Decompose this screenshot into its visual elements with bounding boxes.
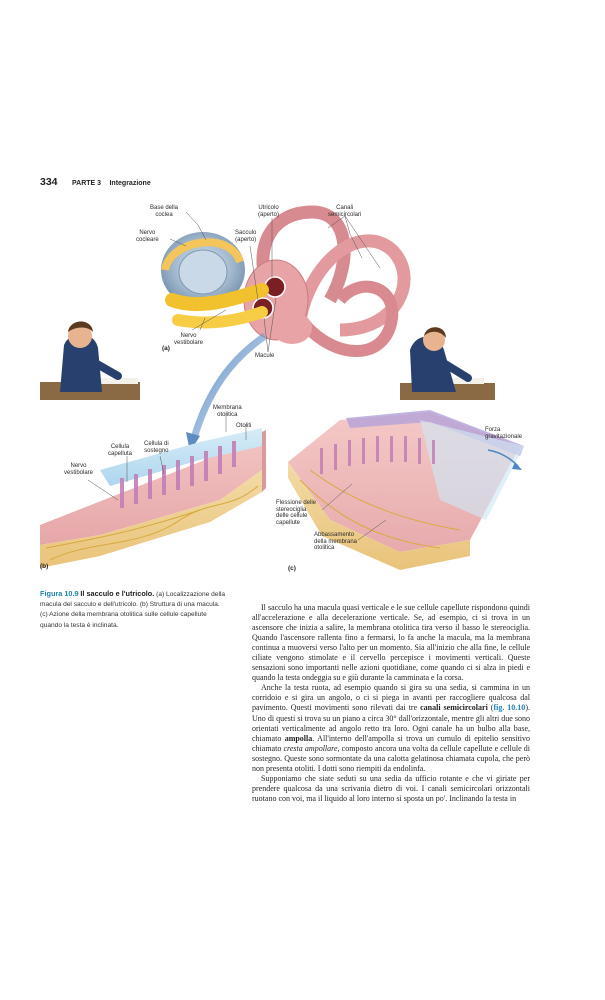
label-cellula-sostegno: Cellula di sostegno [144, 441, 169, 454]
panel-label-b: (b) [40, 563, 49, 570]
label-membrana-otolitica: Membrana otolitica [213, 405, 242, 418]
label-forza-gravitazionale: Forza gravitazionale [485, 427, 523, 440]
figure-number: Figura 10.9 [40, 589, 79, 598]
figure-caption-text: (a) Localizzazione della macula del sacc… [40, 591, 226, 629]
figure-reference-link[interactable]: fig. 10.10 [493, 703, 526, 713]
macula-block-c [288, 410, 524, 570]
label-nervo-vestibolare-a: Nervo vestibolare [174, 333, 204, 346]
p2-text-e: ). Uno di questi si trova su un piano a … [252, 703, 530, 743]
inner-ear-drawing [161, 205, 411, 452]
chapter-label: Integrazione [109, 180, 151, 187]
label-cellula-capelluta: Cellula capelluta [108, 444, 133, 457]
p2-text-a: Anche la testa ruota, ad esempio quando … [252, 683, 530, 713]
label-nervo-cocleare: Nervo cocleare [136, 230, 159, 243]
paragraph-2: Anche la testa ruota, ad esempio quando … [252, 683, 530, 773]
term-ampolla: ampolla [284, 733, 313, 743]
body-text: Il sacculo ha una macula quasi verticale… [252, 603, 530, 804]
person-illustration-right [400, 327, 495, 400]
panel-label-a: (a) [162, 345, 170, 352]
macula-block-b [40, 413, 266, 568]
label-flessione-stereociglia: Flessione delle stereociglia delle cellu… [276, 500, 317, 526]
person-illustration-left [40, 321, 140, 400]
part-label: PARTE 3 [71, 180, 102, 187]
label-abbassamento-membrana: Abbassamento della membrana otolitica [314, 532, 358, 552]
paragraph-1: Il sacculo ha una macula quasi verticale… [252, 603, 530, 683]
label-base-coclea: Base della coclea [150, 205, 179, 218]
figure-caption: Figura 10.9 Il sacculo e l'utricolo. (a)… [40, 589, 228, 631]
label-canali-semicircolari: Canali semicircolari [328, 205, 362, 218]
p2-text-g: . All'interno dell'ampolla si trova un c… [252, 733, 530, 753]
page-number: 334 [40, 176, 58, 188]
paragraph-3: Supponiamo che siate seduti su una sedia… [252, 773, 530, 803]
p2-text-i: , composto ancora una volta da cellule c… [252, 743, 531, 773]
label-utricolo: Utricolo (aperto) [258, 205, 280, 218]
p2-text-c: ( [487, 703, 494, 713]
term-canali-semicircolari: canali semicircolari [420, 703, 488, 713]
figure-title: Il sacculo e l'utricolo. [80, 589, 155, 598]
panel-label-c: (c) [288, 565, 296, 572]
label-macule: Macule [255, 353, 275, 359]
label-sacculo: Sacculo (aperto) [235, 230, 257, 243]
term-cresta-ampollare: cresta ampollare [283, 743, 338, 753]
label-nervo-vestibolare-b: Nervo vestibolare [64, 463, 94, 476]
label-otoliti: Otoliti [236, 423, 252, 429]
running-header: 334 PARTE 3 Integrazione [40, 172, 151, 190]
